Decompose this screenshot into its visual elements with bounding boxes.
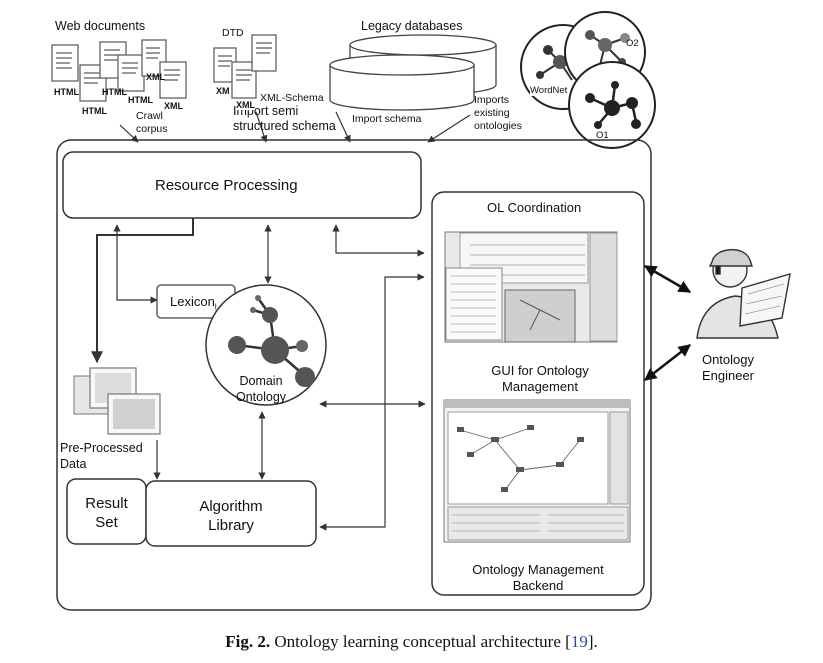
doc-tag: HTML bbox=[102, 87, 127, 97]
web-documents-label: Web documents bbox=[55, 19, 146, 33]
resource-processing-label: Resource Processing bbox=[155, 177, 298, 194]
doc-tag: HTML bbox=[128, 95, 153, 105]
ol-coordination-label: OL Coordination bbox=[487, 200, 582, 215]
ol-coordination-frame bbox=[431, 191, 645, 596]
doc-tag: HTML bbox=[82, 106, 107, 116]
existing-ontologies-icon bbox=[520, 11, 656, 149]
import-semi-arrow bbox=[255, 111, 268, 143]
doc-tag: HTML bbox=[54, 87, 79, 97]
pre-processed-data-icon bbox=[73, 367, 161, 435]
ontology-engineer-icon bbox=[696, 249, 791, 339]
doc-tag: XM bbox=[216, 86, 230, 96]
import-schema-label: Import schema bbox=[352, 113, 422, 125]
engineer-gui-arrow bbox=[643, 264, 692, 294]
domain-ontology-label: Domain Ontology bbox=[236, 374, 287, 404]
resource-processing-box bbox=[62, 151, 422, 219]
citation-link[interactable]: 19 bbox=[570, 632, 588, 651]
gui-label: GUI for Ontology Management bbox=[491, 363, 589, 394]
algorithm-library-label: Algorithm Library bbox=[199, 498, 263, 534]
dtd-documents-icon bbox=[213, 34, 277, 99]
o1-label: O1 bbox=[596, 130, 609, 141]
caption-end: ]. bbox=[587, 632, 598, 651]
backend-label: Ontology Management Backend bbox=[472, 562, 604, 593]
imports-existing-ontologies-label: Imports existing ontologies bbox=[474, 94, 522, 132]
gui-screenshot bbox=[444, 231, 618, 343]
lexicon-label: Lexiconl bbox=[170, 294, 217, 312]
import-ontologies-arrow bbox=[427, 114, 471, 143]
result-set-label: Result Set bbox=[85, 495, 128, 531]
resource-coordination-arrow bbox=[332, 224, 425, 257]
legacy-databases-label: Legacy databases bbox=[361, 19, 463, 33]
ontology-engineer-label: Ontology Engineer bbox=[701, 352, 755, 383]
import-schema-arrow bbox=[335, 111, 351, 143]
engineer-backend-arrow bbox=[644, 344, 691, 381]
doc-tag: XML bbox=[164, 101, 183, 111]
dtd-label: DTD bbox=[222, 27, 244, 39]
algorithm-coordination-arrow bbox=[319, 273, 425, 531]
backend-screenshot bbox=[443, 399, 631, 543]
xml-schema-label: XML-Schema bbox=[260, 92, 324, 104]
algorithm-library-box bbox=[145, 480, 317, 547]
caption-text: Ontology learning conceptual architectur… bbox=[274, 632, 571, 651]
legacy-database-icon bbox=[329, 34, 497, 111]
crawl-corpus-label: Crawl corpus bbox=[136, 110, 168, 135]
o2-label: O2 bbox=[626, 38, 639, 49]
figure-caption: Fig. 2. Ontology learning conceptual arc… bbox=[0, 632, 823, 652]
doc-tag: XML bbox=[146, 72, 165, 82]
figure-number: Fig. 2. bbox=[225, 632, 271, 651]
pre-processed-data-label: Pre-Processed Data bbox=[60, 441, 143, 471]
web-documents-icon bbox=[51, 39, 187, 102]
resource-lexicon-arrow bbox=[113, 224, 158, 304]
crawl-arrow bbox=[119, 124, 139, 143]
wordnet-label: WordNet bbox=[530, 85, 568, 96]
doc-tag: XML bbox=[236, 100, 255, 110]
